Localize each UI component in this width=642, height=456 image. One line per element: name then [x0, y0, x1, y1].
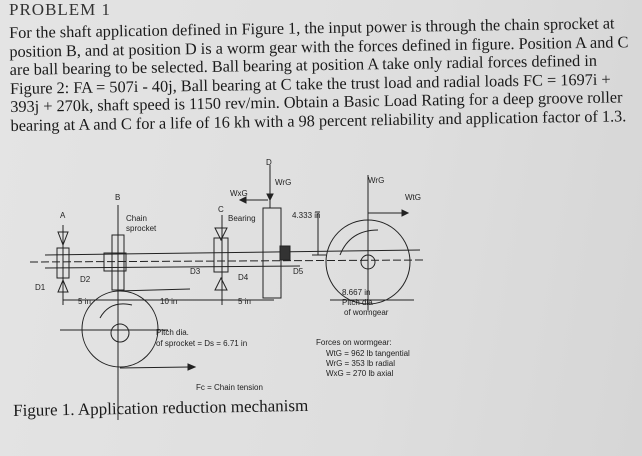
label-wtg: WtG — [405, 193, 421, 202]
label-d1: D1 — [35, 283, 46, 292]
label-chain: Chain — [126, 214, 147, 223]
forces-title: Forces on wormgear: — [316, 338, 392, 347]
label-d: D — [266, 158, 272, 167]
label-of-wormgear: of wormgear — [344, 308, 389, 317]
dim-8667: 8.667 in — [342, 288, 370, 297]
force-wrg: WrG = 353 lb radial — [326, 359, 395, 368]
label-pitch-dia: Pitch dia — [342, 298, 373, 307]
label-wxg: WxG — [230, 189, 248, 198]
label-chain-tension: Fc = Chain tension — [196, 383, 263, 392]
bearing-c — [213, 215, 229, 305]
label-a: A — [60, 211, 66, 220]
problem-heading: PROBLEM 1 — [9, 0, 112, 19]
sprocket-view — [60, 288, 197, 371]
force-wxg: WxG = 270 lb axial — [326, 369, 394, 378]
label-bearing: Bearing — [228, 214, 256, 223]
label-sprocket: sprocket — [126, 224, 157, 233]
force-wtg: WtG = 962 lb tangential — [326, 349, 410, 358]
label-b: B — [115, 193, 120, 202]
worm-gear — [312, 175, 411, 310]
dim-5in-a: 5 in — [78, 297, 91, 306]
bearing-a — [56, 225, 70, 305]
label-d2: D2 — [80, 275, 91, 284]
label-wrg: WrG — [275, 178, 291, 187]
dim-10in: 10 in — [160, 297, 177, 306]
label-c: C — [218, 205, 224, 214]
dim-4333: 4.333 in — [292, 211, 320, 220]
label-d3: D3 — [190, 267, 201, 276]
label-sprocket-ds: of sprocket = Ds = 6.71 in — [156, 339, 247, 348]
label-sprocket-pitch: Pitch dia. — [156, 328, 189, 337]
dim-5in-b: 5 in — [238, 297, 251, 306]
label-d4: D4 — [238, 273, 249, 282]
label-d5: D5 — [293, 267, 304, 276]
label-wrg-gear: WrG — [368, 176, 384, 185]
worm-d — [238, 165, 291, 299]
chain-sprocket-b — [103, 205, 127, 420]
